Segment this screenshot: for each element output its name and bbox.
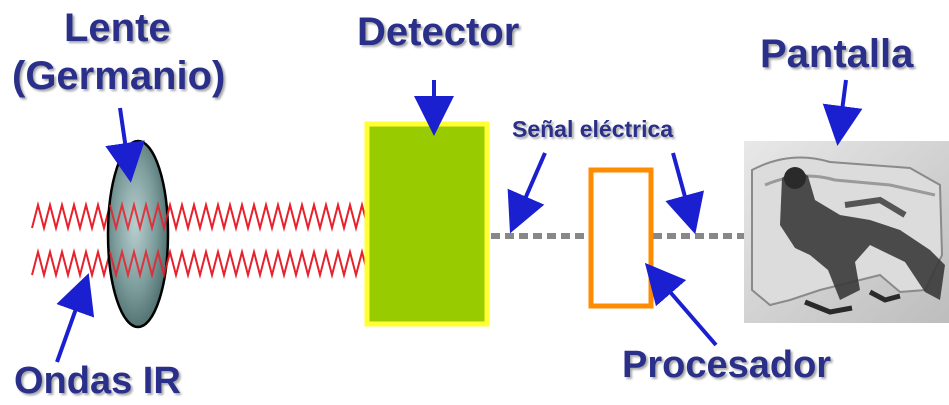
ir-waves-through-lens [109, 201, 171, 279]
arrow-screen [822, 79, 863, 146]
ir-waves-label: Ondas IR [14, 360, 181, 402]
lens-label-line1: Lente [64, 6, 171, 50]
arrow-signal-left [507, 152, 547, 234]
ir-wave-top [31, 201, 429, 232]
detector-box [364, 121, 490, 327]
arrow-signal-right [665, 152, 704, 235]
arrow-processor [644, 262, 718, 347]
lens-shape [106, 139, 170, 329]
thermal-image-of-person-on-sofa-icon [744, 141, 949, 323]
lens-label-line2: (Germanio) [12, 54, 226, 98]
germanium-lens [106, 139, 170, 329]
screen-label: Pantalla [760, 32, 914, 76]
detector-label: Detector [357, 10, 520, 54]
signal-label: Señal eléctrica [512, 116, 674, 142]
ir-waves [31, 201, 429, 279]
arrow-ir-waves [55, 273, 95, 363]
ir-wave-bottom [31, 248, 429, 279]
arrow-lens [105, 107, 145, 183]
processor-box [588, 167, 654, 309]
processor-label: Procesador [622, 344, 832, 386]
